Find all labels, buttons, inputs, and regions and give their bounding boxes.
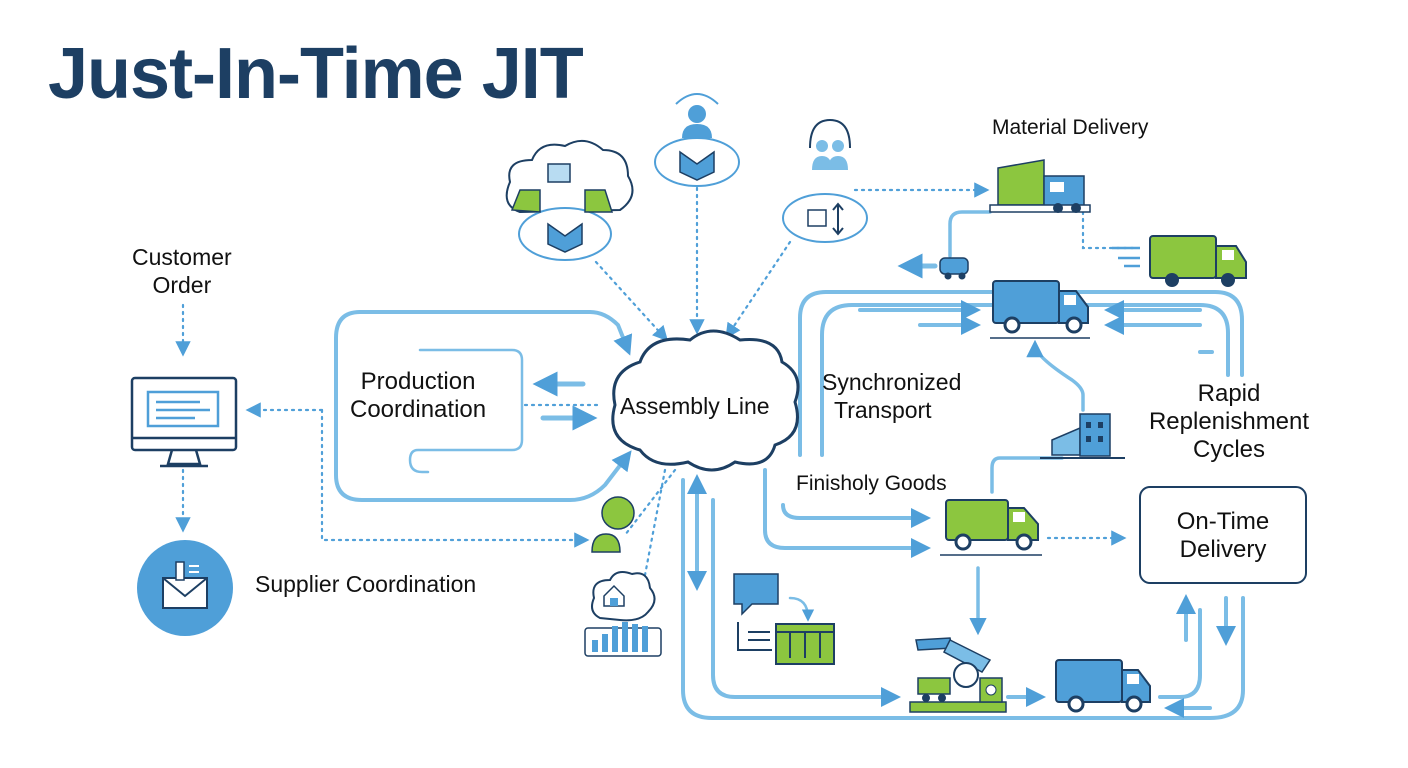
bar-chart-icon	[584, 622, 662, 657]
on-time-delivery-box	[1139, 486, 1307, 584]
envelope-icon	[137, 540, 233, 636]
robot-arm-icon	[909, 637, 1007, 713]
material-delivery-truck-icon	[989, 159, 1091, 213]
customer-order-line-2: Order	[152, 272, 212, 298]
dotted-connectors	[175, 182, 1138, 577]
production-coordination-loop	[334, 310, 633, 502]
synchronized-transport-line-1: Synchronized	[822, 369, 962, 395]
on-time-delivery-label: On-Time Delivery	[1140, 508, 1306, 564]
rapid-replenishment-line-1: Rapid	[1197, 380, 1261, 407]
synchronized-transport-line-2: Transport	[834, 397, 932, 423]
page-title: Just-In-Time JIT	[48, 34, 584, 114]
warehouse-icon	[1040, 413, 1125, 459]
green-truck-icon	[1112, 235, 1247, 287]
blue-truck-top-icon	[990, 280, 1090, 339]
production-coordination-line-2: Coordination	[350, 396, 487, 423]
customer-order-label: Customer Order	[132, 243, 232, 299]
synchronized-transport-label: Synchronized Transport	[822, 368, 961, 424]
supplier-coordination-label: Supplier Coordination	[255, 571, 477, 597]
material-delivery-label: Material Delivery	[992, 116, 1149, 139]
supplier-person-icon	[591, 496, 635, 553]
rapid-replenishment-line-2: Replenishment	[1148, 408, 1310, 435]
rapid-replenishment-line-3: Cycles	[1192, 436, 1265, 463]
house-cloud-icon	[591, 571, 656, 622]
team-node-icon	[782, 118, 868, 243]
on-time-delivery-line-2: Delivery	[1179, 536, 1267, 563]
person-node-icon	[654, 93, 740, 187]
container-icon	[775, 623, 835, 665]
production-coordination-label: Production Coordination	[350, 368, 486, 424]
outer-return-loop	[681, 474, 1245, 720]
top-truck-arrows	[858, 300, 1214, 354]
finished-goods-truck-icon	[940, 499, 1042, 556]
solid-connectors	[788, 210, 1085, 636]
network-cloud-icon	[505, 139, 634, 261]
note-icon	[733, 573, 779, 651]
assembly-line-label: Assembly Line	[620, 393, 770, 419]
production-coordination-line-1: Production	[360, 368, 476, 395]
on-time-delivery-line-1: On-Time	[1176, 508, 1270, 535]
customer-order-line-1: Customer	[132, 244, 232, 270]
finished-goods-label: Finisholy Goods	[796, 472, 947, 495]
monitor-icon	[130, 376, 238, 468]
rapid-replenishment-label: Rapid Replenishment Cycles	[1138, 380, 1320, 464]
assembly-line-cloud	[611, 329, 800, 472]
small-car-icon	[939, 257, 969, 280]
blue-truck-bottom-icon	[1055, 659, 1151, 713]
